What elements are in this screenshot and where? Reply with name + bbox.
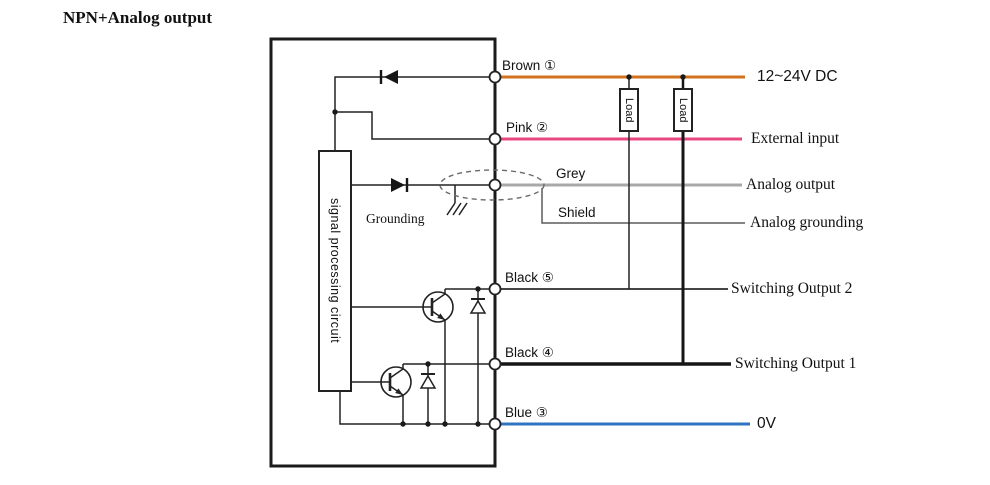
terminals — [488, 70, 502, 431]
diode-analog — [391, 178, 409, 192]
diode-vplus-triangle — [384, 70, 398, 84]
signal-processing-circuit-box: signal processing circuit — [318, 150, 352, 392]
lead-label-grey: Grey — [556, 166, 586, 181]
page-title: NPN+Analog output — [63, 8, 213, 27]
earth-ground-symbol — [446, 202, 468, 216]
junction-dot — [425, 421, 431, 427]
junction-dots — [332, 74, 686, 427]
diode-vplus — [379, 70, 398, 84]
junction-dot — [475, 421, 481, 427]
terminal-black5 — [488, 282, 502, 296]
zener1 — [469, 298, 487, 314]
transistor1-npn — [422, 289, 454, 323]
zener2 — [419, 373, 437, 389]
terminal-grey — [488, 178, 502, 192]
terminal-label-power: 12~24V DC — [757, 68, 838, 85]
zero-volt-internal-line — [339, 392, 491, 425]
lead-label-shield: Shield — [558, 205, 596, 220]
junction-dot — [680, 74, 686, 80]
grounding-label: Grounding — [366, 211, 425, 226]
terminal-label-analog-output: Analog output — [746, 176, 836, 193]
terminal-black4 — [488, 357, 502, 371]
external-input-internal-line — [335, 111, 491, 140]
load1-label: Load — [623, 97, 635, 123]
signal-processing-circuit-label: signal processing circuit — [328, 198, 342, 344]
transistor2-collector — [389, 364, 404, 379]
transistor2-npn — [380, 364, 412, 398]
lead-label-blue: Blue ③ — [505, 405, 548, 420]
ground-hatch-2 — [452, 202, 462, 216]
transistor2-circle — [380, 366, 412, 398]
lead-label-black4: Black ④ — [505, 345, 554, 360]
transistor1-emitter-arrow — [437, 313, 445, 320]
internal-wiring — [334, 76, 491, 425]
transistor1-circle — [422, 291, 454, 323]
terminal-brown — [488, 70, 502, 84]
vplus-feed-line — [334, 76, 491, 150]
ground-hatch-1 — [446, 202, 456, 216]
zener2-triangle — [419, 374, 437, 389]
load1-box: Load — [619, 88, 639, 132]
junction-dot — [425, 361, 431, 367]
terminal-blue — [488, 417, 502, 431]
terminal-label-switching-output-1: Switching Output 1 — [735, 355, 857, 372]
terminal-label-switching-output-2: Switching Output 2 — [731, 280, 853, 297]
diode-analog-triangle — [391, 178, 405, 192]
lead-label-brown: Brown ① — [502, 58, 557, 73]
junction-dot — [442, 421, 448, 427]
shield-ellipse — [439, 169, 545, 201]
ground-hatch-3 — [458, 202, 468, 216]
terminal-label-external-input: External input — [751, 130, 840, 147]
lead-label-pink: Pink ② — [506, 120, 549, 135]
sensor-outline — [269, 37, 497, 468]
junction-dot — [332, 109, 338, 115]
junction-dot — [475, 286, 481, 292]
zener1-triangle — [469, 299, 487, 314]
junction-dot — [626, 74, 632, 80]
terminal-label-zero-volt: 0V — [757, 415, 776, 432]
transistor2-emitter-arrow — [395, 388, 403, 395]
junction-dot — [400, 421, 406, 427]
transistor1-collector — [431, 289, 446, 304]
terminal-pink — [488, 132, 502, 146]
terminal-label-analog-grounding: Analog grounding — [750, 214, 864, 231]
lead-label-black5: Black ⑤ — [505, 270, 554, 285]
load2-box: Load — [673, 88, 693, 132]
shield-wire — [541, 188, 745, 224]
load2-label: Load — [677, 97, 689, 123]
